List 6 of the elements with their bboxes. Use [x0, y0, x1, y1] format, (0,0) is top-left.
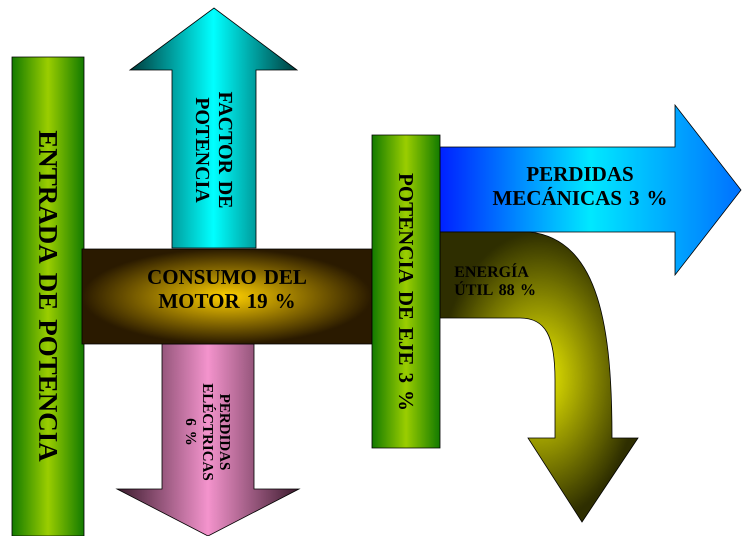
- flow-band: FACTOR DE POTENCIA: [128, 8, 298, 248]
- flow-band: PERDIDAS ELÉCTRICAS 6 %: [115, 344, 301, 536]
- horizontal-bar: CONSUMO DEL MOTOR 19 %: [82, 248, 372, 344]
- flow-band: ENERGÍA ÚTIL 88 %: [440, 232, 638, 522]
- vertical-bar: ENTRADA DE POTENCIA: [12, 56, 84, 536]
- vertical-bar: POTENCIA DE EJE 3 %: [372, 134, 440, 448]
